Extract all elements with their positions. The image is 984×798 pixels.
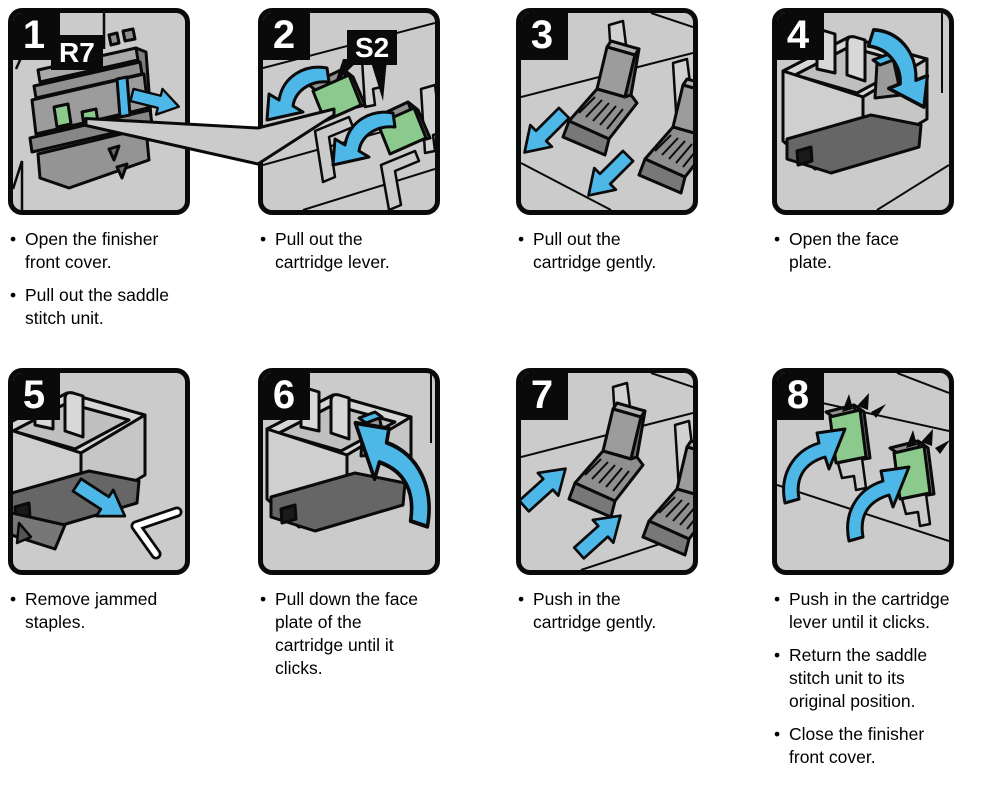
step-5-frame: 5: [8, 368, 190, 575]
step-panel-8: 8 Push in the cartridge lever until it c…: [772, 368, 954, 779]
remove-staples-illustration: [13, 385, 183, 560]
instruction-text: Pull out the saddle stitch unit.: [10, 284, 210, 330]
step-5-instructions: Remove jammed staples.: [10, 588, 210, 634]
face-plate-close-illustration: [265, 373, 432, 533]
step-panel-6: 6 Pull down the face plate of the cartri…: [258, 368, 440, 690]
step-number-badge: 6: [263, 373, 310, 420]
instruction-text: Pull down the face plate of the cartridg…: [260, 588, 460, 680]
step-4-frame: 4: [772, 8, 954, 215]
step-number-badge: 8: [777, 373, 824, 420]
step-number-badge: 4: [777, 13, 824, 60]
step-number-badge: 3: [521, 13, 568, 60]
step-1-frame: 1 R7: [8, 8, 190, 215]
instruction-text: Pull out the cartridge lever.: [260, 228, 460, 274]
step-8-frame: 8: [772, 368, 954, 575]
step-3-frame: 3: [516, 8, 698, 215]
step-number-badge: 5: [13, 373, 60, 420]
instruction-text: Close the finisher front cover.: [774, 723, 984, 769]
step-number-badge: 2: [263, 13, 310, 60]
step-panel-4: 4 Open the face plate.: [772, 8, 954, 284]
blue-release-tab: [115, 75, 132, 119]
instruction-text: Push in the cartridge lever until it cli…: [774, 588, 984, 634]
step-4-instructions: Open the face plate.: [774, 228, 974, 274]
part-label-r7: R7: [51, 35, 103, 70]
step-panel-7: 7 Push in the cartridge gently.: [516, 368, 698, 644]
step-8-instructions: Push in the cartridge lever until it cli…: [774, 588, 984, 769]
cartridge-pull-out-illustration: [521, 13, 693, 210]
step-panel-1: 1 R7 Open the finisher front cover. Pull…: [8, 8, 190, 340]
step-number-badge: 7: [521, 373, 568, 420]
instruction-text: Return the saddle stitch unit to its ori…: [774, 644, 984, 713]
step-2-frame: 2 S2: [258, 8, 440, 215]
step-7-instructions: Push in the cartridge gently.: [518, 588, 718, 634]
instruction-text: Remove jammed staples.: [10, 588, 210, 634]
step-panel-5: 5 Remove jammed staples.: [8, 368, 190, 644]
face-plate-open-illustration: [781, 13, 949, 210]
jammed-staple: [130, 506, 183, 560]
label-pointer: [335, 59, 387, 101]
step-panel-2: 2 S2 Pull out the cartridge lever.: [258, 8, 440, 284]
instruction-text: Open the finisher front cover.: [10, 228, 210, 274]
staple-cartridge: [13, 385, 147, 551]
step-6-instructions: Pull down the face plate of the cartridg…: [260, 588, 460, 680]
step-panel-3: 3 Pull out the cartridge gently.: [516, 8, 698, 284]
step-7-frame: 7: [516, 368, 698, 575]
step-1-instructions: Open the finisher front cover. Pull out …: [10, 228, 210, 330]
part-label-s2: S2: [347, 30, 398, 65]
step-2-instructions: Pull out the cartridge lever.: [260, 228, 460, 274]
instruction-text: Push in the cartridge gently.: [518, 588, 718, 634]
cartridge-push-in-illustration: [521, 373, 693, 570]
instruction-text: Open the face plate.: [774, 228, 974, 274]
instruction-text: Pull out the cartridge gently.: [518, 228, 718, 274]
step-6-frame: 6: [258, 368, 440, 575]
step-3-instructions: Pull out the cartridge gently.: [518, 228, 718, 274]
